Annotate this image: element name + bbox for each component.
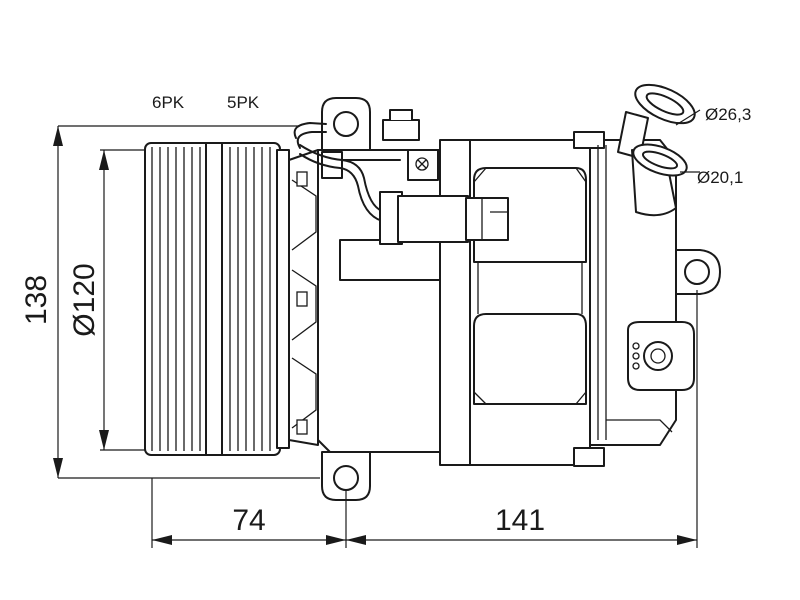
dimension-lines — [53, 109, 701, 548]
pulley-grooves-6pk — [151, 147, 201, 451]
clutch-housing — [288, 149, 319, 446]
dimension-label-front-offset: 74 — [232, 504, 265, 537]
port-label-large: Ø26,3 — [705, 105, 751, 124]
arrow-74-left — [152, 535, 172, 545]
wiring-harness — [293, 122, 509, 245]
arrow-138-bottom — [53, 458, 63, 478]
refrigerant-ports — [617, 83, 696, 217]
dimension-label-height: 138 — [20, 275, 53, 325]
top-fittings — [321, 109, 439, 181]
arrow-120-bottom — [99, 430, 109, 450]
arrow-138-top — [53, 126, 63, 146]
arrow-141-left — [346, 535, 366, 545]
compressor-body — [317, 97, 721, 501]
arrow-74-right — [326, 535, 346, 545]
arrow-120-top — [99, 150, 109, 170]
belt-label-6pk: 6PK — [152, 93, 185, 112]
dimension-label-pulley-diameter: Ø120 — [68, 263, 101, 336]
arrow-141-right — [677, 535, 697, 545]
port-label-small: Ø20,1 — [697, 168, 743, 187]
pulley — [144, 142, 290, 456]
belt-label-5pk: 5PK — [227, 93, 260, 112]
dimension-label-body-length: 141 — [495, 504, 545, 537]
pulley-grooves-5pk — [229, 147, 271, 451]
